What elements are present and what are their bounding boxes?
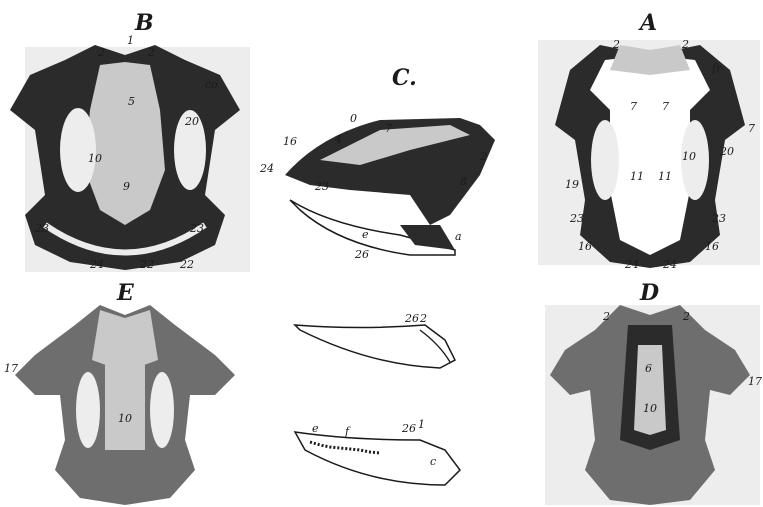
panel-e-num-10: 10 (118, 412, 132, 425)
panel-d: D 2 2 6 10 17 (545, 280, 762, 505)
panel-c-letter: C. (392, 65, 417, 91)
panel-a-num-19: 19 (565, 178, 579, 191)
jaw-mid-num-26: 26 (404, 312, 419, 325)
panel-c-num-16: 16 (283, 135, 297, 148)
jaw-low-num-c: c (430, 455, 436, 468)
panel-a-num-16b: 16 (705, 240, 719, 253)
panel-e-left-fenestra (76, 372, 100, 448)
panel-e-right-fenestra (150, 372, 174, 448)
panel-d-num-2b: 2 (682, 310, 690, 323)
panel-b-num-24: 24 (89, 258, 104, 271)
panel-d-num-17: 17 (748, 375, 762, 388)
panel-a-num-7a: 7 (630, 100, 637, 113)
panel-c: C. 0 7 4 16 24 23 2 8 a e 26 (259, 65, 495, 261)
panel-b-num-23a: 23 (34, 222, 49, 235)
panel-b-letter: B (134, 10, 154, 36)
panel-a-num-7b: 7 (662, 100, 669, 113)
panel-d-num-6: 6 (645, 362, 652, 375)
panel-c-num-4: 4 (334, 133, 342, 146)
panel-e-center-bar (105, 365, 145, 450)
panel-c-num-24: 24 (259, 162, 274, 175)
jaw-low-num-f: f (344, 425, 351, 438)
panel-d-central-fill (634, 345, 666, 435)
panel-d-letter: D (639, 280, 659, 306)
panel-c-num-23: 23 (314, 180, 329, 193)
panel-a-num-fr: fr (711, 62, 722, 75)
panel-a-num-2b: 2 (681, 38, 689, 51)
panel-c-num-0: 0 (350, 112, 357, 125)
panel-b-num-2b: 2 (147, 46, 155, 59)
panel-a-num-23a: 23 (569, 212, 584, 225)
panel-a-num-10: 10 (682, 150, 696, 163)
panel-a-num-20: 20 (719, 145, 734, 158)
panel-b-num-22b: 22 (179, 258, 194, 271)
panel-b-num-5: 5 (128, 95, 135, 108)
panel-e-letter: E (116, 280, 135, 306)
panel-b: B 1 2 2 co 5 20 10 9 23 23 24 22 22 (10, 10, 250, 272)
panel-c-num-7: 7 (385, 122, 392, 135)
panel-a-num-23b: 23 (711, 212, 726, 225)
panel-a-left-fenestra (591, 120, 619, 200)
panel-b-num-2a: 2 (97, 46, 105, 59)
jaw-mid-shape (295, 325, 455, 368)
panel-c-num-8: 8 (460, 175, 467, 188)
jaw-mid: 26 2 (295, 312, 455, 368)
jaw-low-num-26: 26 (401, 422, 416, 435)
panel-a: A 2 2 fr 7 7 7 20 10 11 11 19 23 23 16 1… (538, 10, 760, 271)
panel-b-num-10: 10 (88, 152, 102, 165)
panel-a-num-16a: 16 (578, 240, 592, 253)
panel-b-num-1: 1 (127, 34, 134, 47)
jaw-low-num-e: e (312, 422, 319, 435)
panel-d-num-2a: 2 (602, 310, 610, 323)
panel-b-left-orbit (60, 108, 96, 192)
panel-e: E 17 10 (4, 280, 235, 505)
panel-c-num-a: a (455, 230, 462, 243)
jaw-low: e f 26 1 c (295, 418, 460, 485)
panel-c-num-2: 2 (479, 150, 487, 163)
panel-b-num-23b: 23 (189, 222, 204, 235)
jaw-mid-num-2: 2 (419, 312, 427, 325)
panel-c-num-26: 26 (354, 248, 369, 261)
panel-a-num-24a: 24 (624, 258, 639, 271)
panel-b-num-20: 20 (184, 115, 199, 128)
panel-a-letter: A (638, 10, 657, 36)
panel-a-num-2a: 2 (612, 38, 620, 51)
panel-a-num-11b: 11 (658, 170, 672, 183)
panel-a-num-7c: 7 (748, 122, 755, 135)
jaw-low-num-1: 1 (418, 418, 425, 431)
panel-e-nasal (92, 310, 158, 372)
panel-b-num-9: 9 (123, 180, 130, 193)
panel-a-num-11a: 11 (630, 170, 644, 183)
panel-c-num-e: e (362, 228, 369, 241)
panel-a-num-24b: 24 (662, 258, 677, 271)
panel-b-num-22a: 22 (139, 258, 154, 271)
panel-b-palate (85, 62, 165, 225)
panel-d-num-10: 10 (643, 402, 657, 415)
panel-b-num-co: co (205, 78, 218, 91)
panel-e-num-17: 17 (4, 362, 18, 375)
